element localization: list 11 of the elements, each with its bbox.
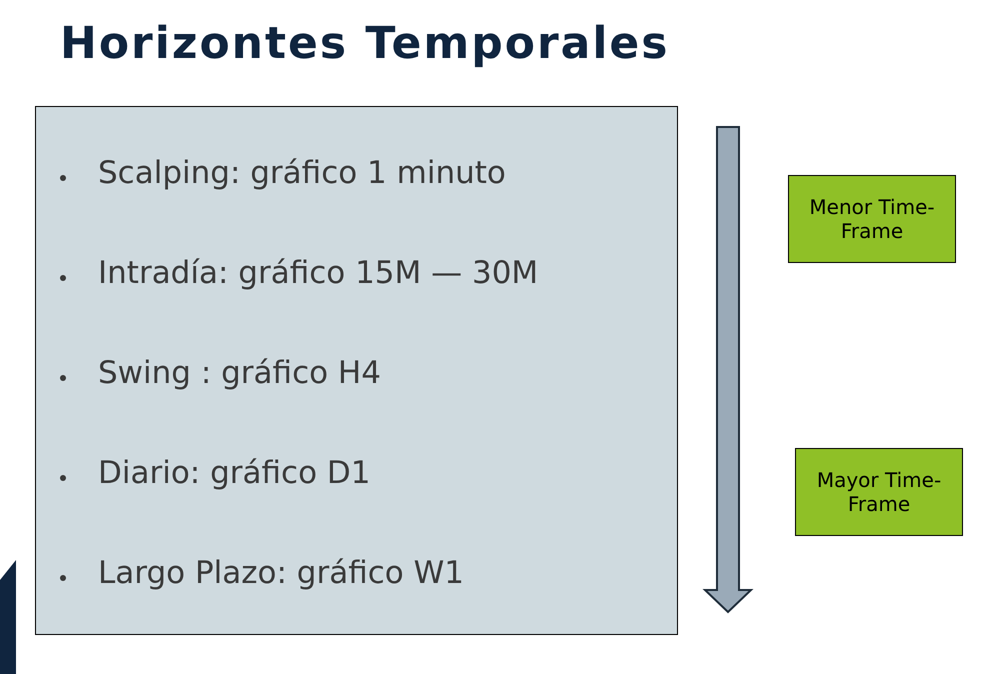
box-label: Mayor Time-Frame [816, 468, 942, 516]
slide-title: Horizontes Temporales [60, 18, 670, 69]
label-box [795, 448, 963, 536]
content-panel [35, 106, 678, 635]
bullet-item: Largo Plazo: gráfico W1 [98, 555, 464, 591]
bullet-item: Diario: gráfico D1 [98, 455, 371, 491]
box-label: Menor Time-Frame [808, 195, 936, 243]
bullet-item: Intradía: gráfico 15M — 30M [98, 255, 538, 291]
label-box [788, 175, 956, 263]
bullet-item: Swing : gráfico H4 [98, 355, 381, 391]
bullet-item: Scalping: gráfico 1 minuto [98, 155, 506, 191]
